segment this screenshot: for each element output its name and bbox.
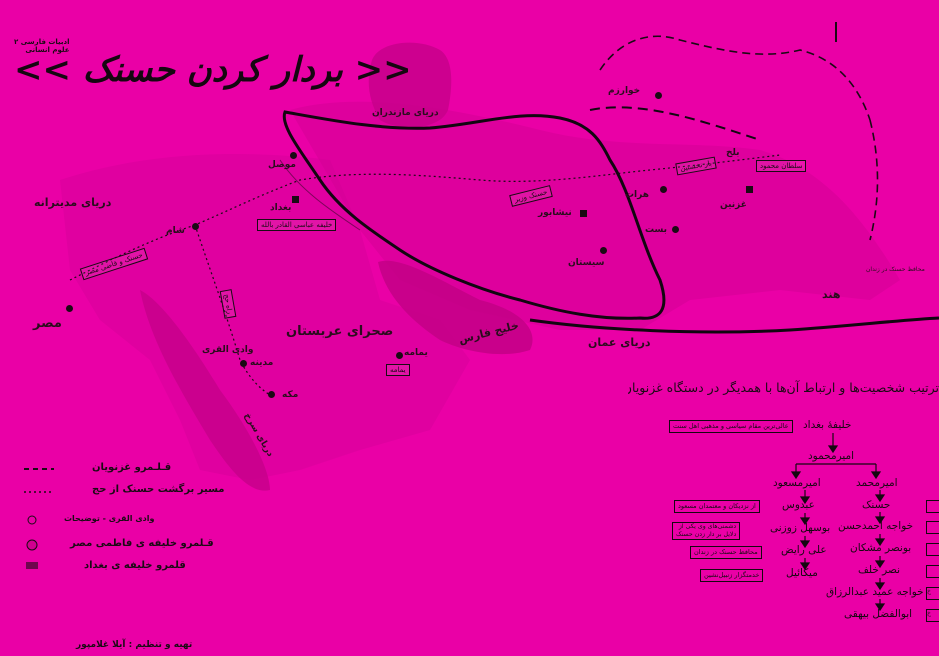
side-box-3: [926, 543, 939, 556]
ghaznavid-border-east: [529, 316, 939, 334]
label-egypt: مصر: [33, 316, 62, 331]
side-box-5: خ: [926, 587, 939, 600]
node-ali-raiz: علی رایض: [781, 544, 827, 556]
label-wadi-qura: وادی القری: [202, 345, 254, 355]
label-balkh: بلخ: [726, 148, 740, 158]
label-oman-sea: دریای عمان: [588, 336, 651, 349]
legend-hajj-route: مسیر برگشت حسنک از حج: [92, 484, 225, 495]
label-mazandaran-sea: دریای مازندران: [372, 108, 439, 118]
city-dot-mosul: [290, 152, 297, 159]
river-line: [279, 159, 361, 231]
box-ghazni: سلطان محمود: [756, 160, 807, 172]
note-caliph: عالی‌ترین مقام سیاسی و مذهبی اهل سنت: [669, 420, 793, 433]
label-neyshabur: نیشابور: [538, 208, 572, 218]
city-dot-egypt: [66, 305, 73, 312]
box-yamama: یمامه: [386, 364, 410, 376]
label-hasanak-prison: محافظ حسنک در زندان: [866, 266, 925, 273]
ghaznavid-border: [282, 110, 666, 320]
label-khwarazm: خوارزم: [608, 86, 641, 96]
side-box-6: خ: [926, 609, 939, 622]
city-dot-makka: [268, 391, 275, 398]
note-bousahl-line-1: دشمنی‌های وی یکی از: [678, 523, 737, 530]
node-abdolrazzagh: خواجه عمید عبدالرزاق: [826, 586, 924, 598]
box-baghdad: خلیفه عباسی القادر بالله: [257, 219, 337, 231]
label-bost: بست: [645, 225, 668, 235]
label-madina: مدینه: [250, 358, 274, 368]
city-dot-khwarazm: [655, 92, 662, 99]
city-dot-ghazni: [746, 186, 753, 193]
legend-baghdad-caliph: قلمرو خلیفه ی بغداد: [84, 560, 186, 571]
chart-title: ترتیب شخصیت‌ها و ارتباط آن‌ها با همدیگر …: [628, 380, 939, 395]
label-mosul: موصل: [268, 160, 296, 170]
note-mikail: خدمتگزار زنبیل‌نشین: [700, 569, 764, 582]
label-arabia-desert: صحرای عربستان: [286, 324, 394, 339]
side-box-2: [926, 521, 939, 534]
note-abdous: از نزدیکان و معتمدان مسعود: [674, 500, 760, 513]
subtitle-line-2: علوم انسانی: [25, 46, 70, 54]
legend-fatimid: قـلمرو خلیفه ی فاطمی مصر: [70, 538, 214, 549]
node-abdous: عبدوس: [782, 499, 815, 511]
node-muhammad: امیرمحمد: [856, 477, 898, 489]
caspian-sea-shape: [368, 42, 452, 128]
label-baghdad: بغداد: [270, 203, 292, 213]
red-sea-shape: [140, 290, 270, 491]
label-hind: هند: [822, 288, 841, 301]
node-ahmad-hasan: خواجه احمدحسن: [838, 520, 914, 532]
city-dot-baghdad: [292, 196, 299, 203]
label-sham: شام: [166, 226, 185, 236]
node-mikail: میکائیل: [786, 567, 818, 579]
node-beyhaqi: ابوالفضل بیهقی: [844, 608, 913, 620]
city-dot-madina: [240, 360, 247, 367]
label-mediterranean: دریای مدیترانه: [34, 196, 112, 209]
note-ali-raiz: محافظ حسنک در زندان: [690, 546, 762, 559]
label-ghazni: غزنین: [720, 200, 747, 210]
node-caliph: خلیفهٔ بغداد: [803, 419, 852, 431]
legend-ghaznavid: قـلـمرو غزنویان: [92, 462, 172, 473]
node-bonasr: بونصر مشکان: [850, 542, 912, 554]
node-masud: امیرمسعود: [773, 477, 821, 489]
hajj-route-line: [69, 154, 781, 281]
persian-gulf-shape: [378, 260, 533, 355]
node-bousahl: بوسهل زوزنی: [770, 522, 831, 534]
label-sistan: سیستان: [568, 258, 605, 268]
side-box-1: [926, 500, 939, 513]
node-nasr-khalaf: نصر خلف: [858, 564, 900, 576]
hajj-route-south: [194, 224, 271, 396]
dashed-boundary-north: [599, 35, 871, 121]
city-dot-neyshabur: [580, 210, 587, 217]
city-dot-sistan: [600, 247, 607, 254]
ghaznavid-border-north: [589, 106, 761, 141]
dashed-boundary-east: [869, 119, 879, 241]
legend-wadi-note: وادی القری - توضیحات: [64, 514, 155, 523]
city-dot-bost: [672, 226, 679, 233]
city-dot-sham: [192, 223, 199, 230]
map-title: << بردار کردن حسنک >>: [14, 50, 413, 90]
city-dot-yamama: [396, 352, 403, 359]
note-bousahl-line-2: دلایل بر دار زدن حسنک: [676, 531, 737, 538]
side-box-4: [926, 565, 939, 578]
city-dot-herat: [660, 186, 667, 193]
label-makka: مکه: [282, 390, 299, 400]
map-subtitle: ادبیات فارسی ۲ علوم انسانی: [14, 38, 70, 54]
map-credit: تهیه و تنظیم : آیلا غلامپور: [76, 640, 193, 650]
node-hasanak: حسنک: [862, 499, 891, 511]
label-yamama: یمامه: [404, 348, 428, 358]
subtitle-line-1: ادبیات فارسی ۲: [14, 38, 70, 46]
label-herat: هرات: [625, 190, 649, 200]
land-region-west: [60, 154, 470, 481]
note-bousahl: دشمنی‌های وی یکی از دلایل بر دار زدن حسن…: [672, 522, 741, 540]
node-mahmud: امیرمحمود: [808, 450, 855, 462]
